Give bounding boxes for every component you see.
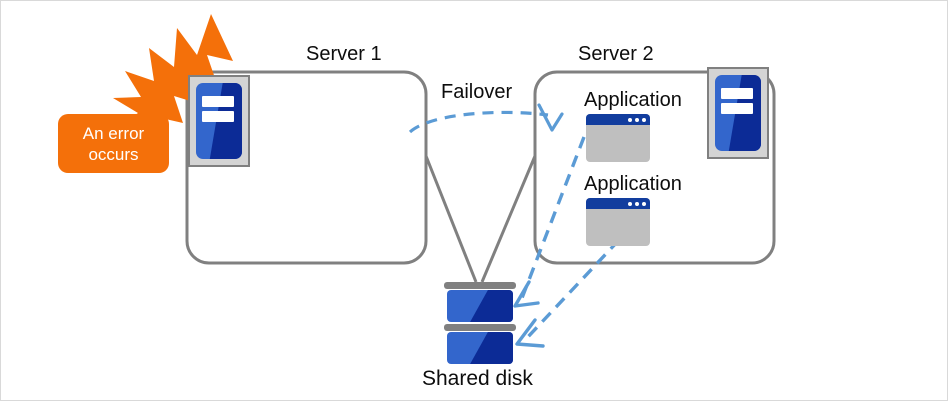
failover-label: Failover [441, 81, 513, 103]
disk-unit [447, 290, 513, 322]
server-icon-slot-2 [720, 103, 754, 115]
shared-disk-label: Shared disk [422, 367, 533, 390]
window-dot [635, 201, 639, 206]
app2-to-disk-arrow [524, 238, 621, 341]
server-icon [707, 67, 769, 159]
application-label: Application [584, 89, 682, 111]
disk-cap [444, 324, 516, 331]
server2-title: Server 2 [578, 43, 654, 65]
server-icon-body [196, 83, 242, 159]
server-icon-slot-1 [720, 87, 754, 99]
disk-unit-shade [470, 290, 513, 322]
app1-to-disk-arrowhead [513, 280, 540, 308]
window-dot [628, 201, 632, 206]
server-icon-slot-1 [201, 95, 235, 107]
error-line-1: An error [82, 123, 145, 143]
application-window-icon [586, 114, 650, 162]
error-line-2: occurs [88, 144, 139, 164]
application-window-icon [586, 198, 650, 246]
server2-to-disk-line [480, 155, 537, 283]
server1-title: Server 1 [306, 43, 382, 65]
disk-cap [444, 282, 516, 289]
window-dot [642, 117, 646, 122]
app2-to-disk-arrowhead [515, 318, 545, 348]
server-icon [188, 75, 250, 167]
application-label: Application [584, 173, 682, 195]
server-icon-body [715, 75, 761, 151]
disk-unit [447, 332, 513, 364]
window-dot [642, 201, 646, 206]
window-dot [635, 117, 639, 122]
disk-unit-shade [470, 332, 513, 364]
server1-to-disk-line [424, 155, 478, 283]
application-titlebar [586, 114, 650, 125]
failover-arrow [408, 110, 549, 134]
window-dot [628, 117, 632, 122]
server-icon-slot-2 [201, 111, 235, 123]
application-titlebar [586, 198, 650, 209]
failover-arrowhead [537, 103, 564, 132]
app1-to-disk-arrow [520, 136, 586, 299]
error-callout: An error occurs [58, 114, 169, 173]
